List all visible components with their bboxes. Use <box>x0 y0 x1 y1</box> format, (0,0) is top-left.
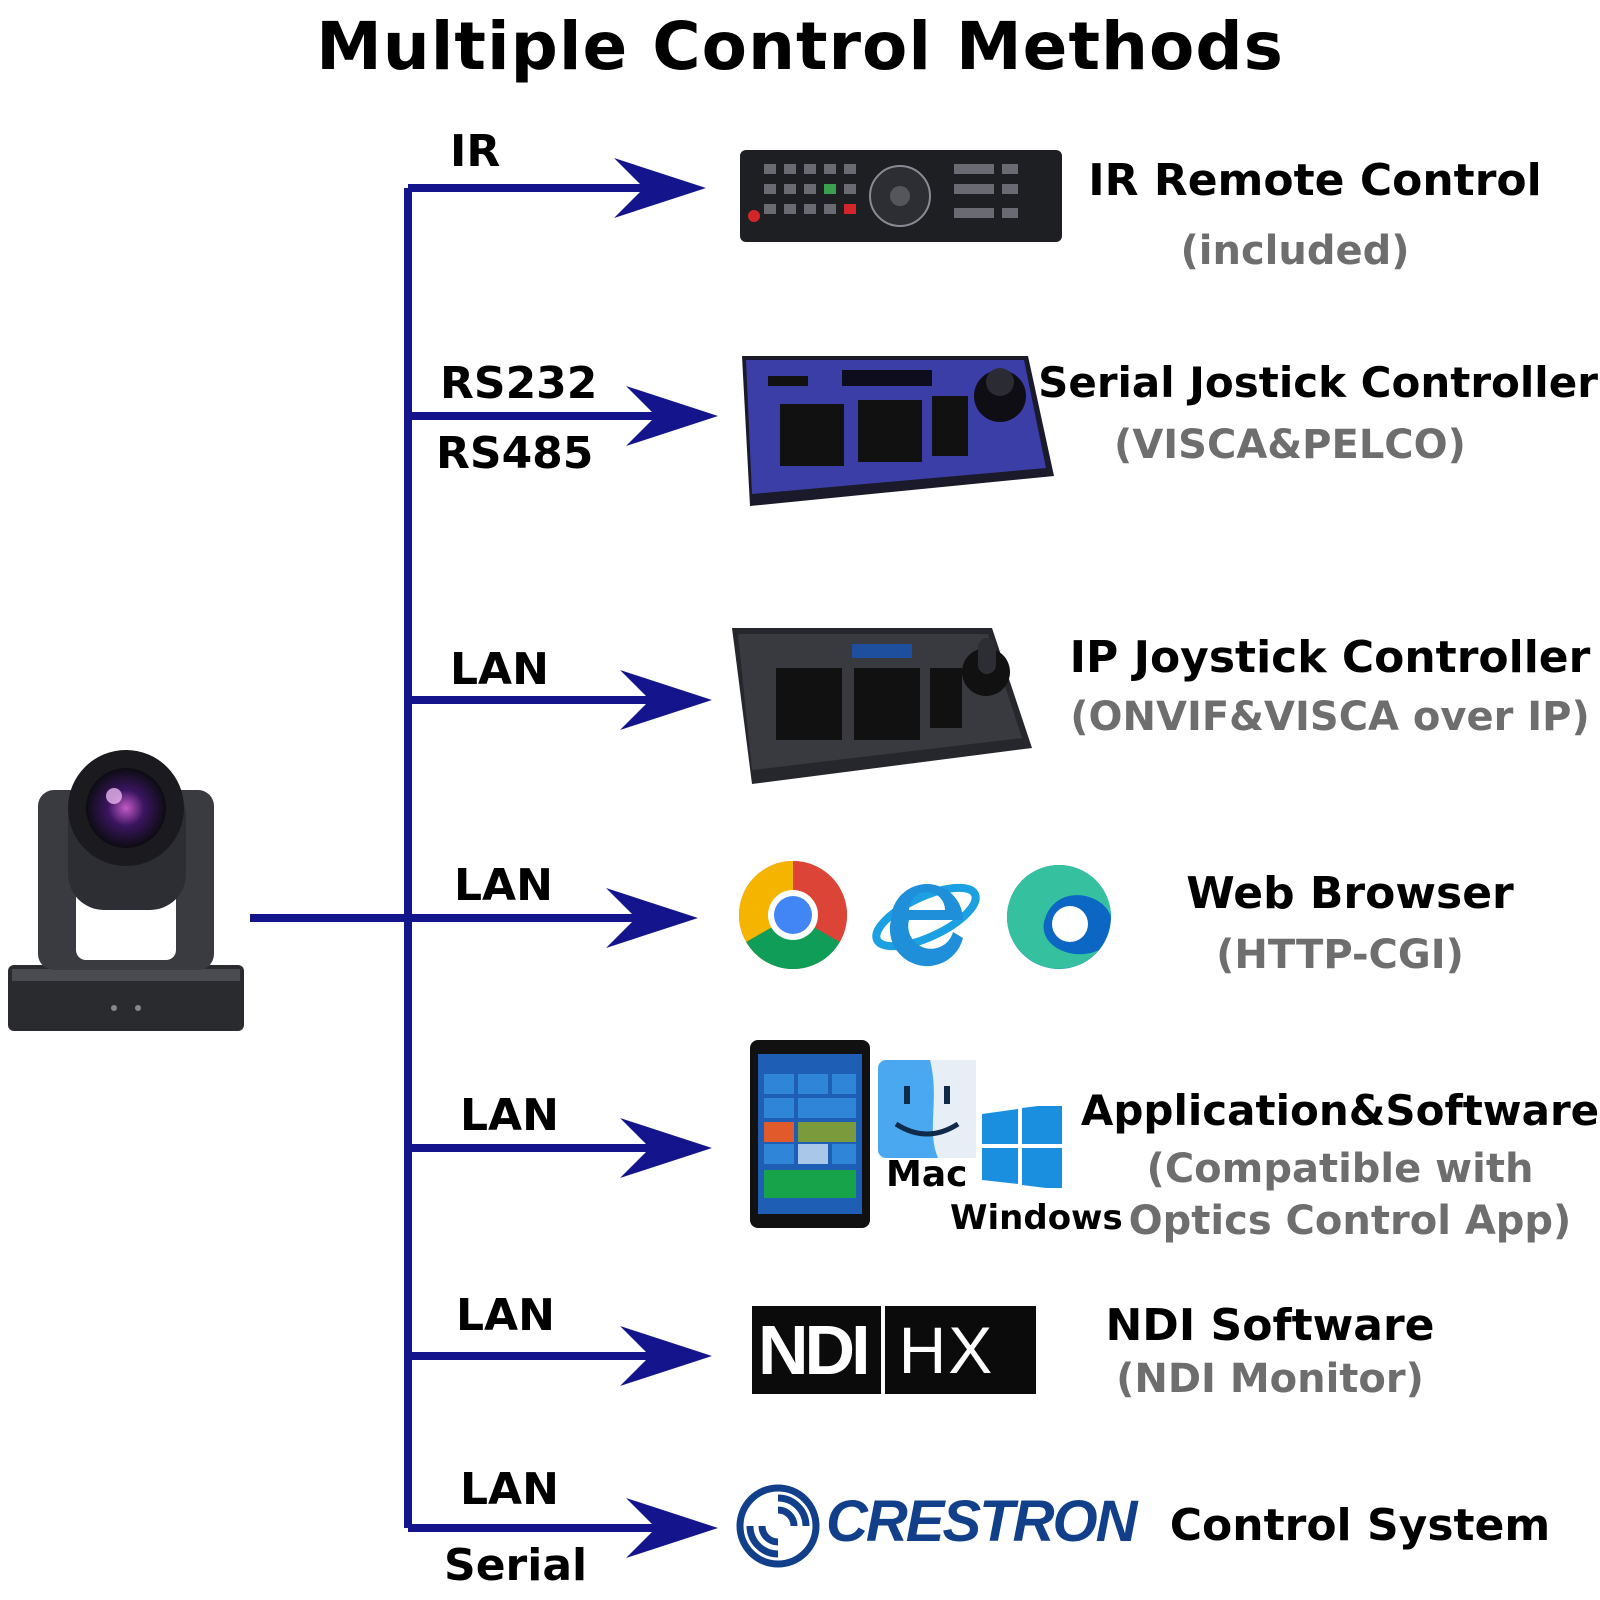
ptz-camera-icon <box>8 750 244 1031</box>
connection-label-lan-control: LAN <box>460 1464 559 1515</box>
crestron-logo-text: CRESTRON <box>826 1489 1137 1554</box>
connection-label-lan-ndi: LAN <box>456 1290 555 1341</box>
serial-joystick-controller-icon <box>742 356 1054 506</box>
tablet-icon <box>750 1040 870 1228</box>
arrowhead-serial-joystick <box>626 386 718 446</box>
method-label-ir-remote: IR Remote Control <box>1088 155 1542 206</box>
mac-finder-icon <box>878 1060 976 1158</box>
method-sublabel-application-line1: (Compatible with <box>1146 1146 1534 1192</box>
method-label-web-browser: Web Browser <box>1186 868 1514 919</box>
method-label-control-system: Control System <box>1169 1500 1551 1551</box>
edge-icon <box>1007 865 1111 969</box>
connection-label-lan-ip-joystick: LAN <box>450 644 549 695</box>
ndi-logo-divider <box>880 1306 885 1394</box>
browser-icons <box>738 860 1118 970</box>
hx-logo-text: HX <box>898 1313 995 1387</box>
method-sublabel-serial-joystick: (VISCA&PELCO) <box>1114 422 1466 468</box>
arrowhead-ip-joystick <box>620 670 712 730</box>
chrome-icon <box>738 861 848 970</box>
connection-label-serial-control: Serial <box>444 1540 588 1591</box>
connection-label-ir: IR <box>450 126 501 177</box>
ip-joystick-controller-icon <box>732 628 1032 784</box>
arrowhead-ir <box>614 158 706 218</box>
method-label-ip-joystick: IP Joystick Controller <box>1069 632 1591 683</box>
method-sublabel-ir-remote: (included) <box>1180 228 1410 274</box>
crestron-swirl-icon <box>736 1484 820 1568</box>
connection-label-rs485: RS485 <box>436 428 594 479</box>
ndi-hx-logo: NDI HX <box>752 1306 1036 1394</box>
mac-label: Mac <box>886 1154 968 1195</box>
arrowhead-control-system <box>626 1498 718 1558</box>
arrowhead-ndi <box>620 1326 712 1386</box>
connection-label-rs232: RS232 <box>440 358 598 409</box>
windows-icon <box>982 1106 1062 1188</box>
ir-remote-icon <box>740 150 1062 242</box>
method-label-application: Application&Software <box>1080 1086 1600 1135</box>
method-sublabel-application-line2: Optics Control App) <box>1128 1198 1572 1244</box>
page-title: Multiple Control Methods <box>316 8 1284 85</box>
connection-label-lan-app: LAN <box>460 1090 559 1141</box>
ndi-logo-text: NDI <box>758 1311 871 1389</box>
connection-label-lan-web: LAN <box>454 860 553 911</box>
method-label-serial-joystick: Serial Jostick Controller <box>1038 358 1598 407</box>
internet-explorer-icon <box>872 883 980 967</box>
method-sublabel-web-browser: (HTTP-CGI) <box>1216 932 1464 978</box>
method-label-ndi: NDI Software <box>1105 1300 1435 1351</box>
windows-label: Windows <box>950 1198 1123 1238</box>
method-sublabel-ip-joystick: (ONVIF&VISCA over IP) <box>1070 694 1590 740</box>
arrowhead-application <box>620 1118 712 1178</box>
method-sublabel-ndi: (NDI Monitor) <box>1116 1356 1424 1402</box>
arrowhead-web-browser <box>606 888 698 948</box>
